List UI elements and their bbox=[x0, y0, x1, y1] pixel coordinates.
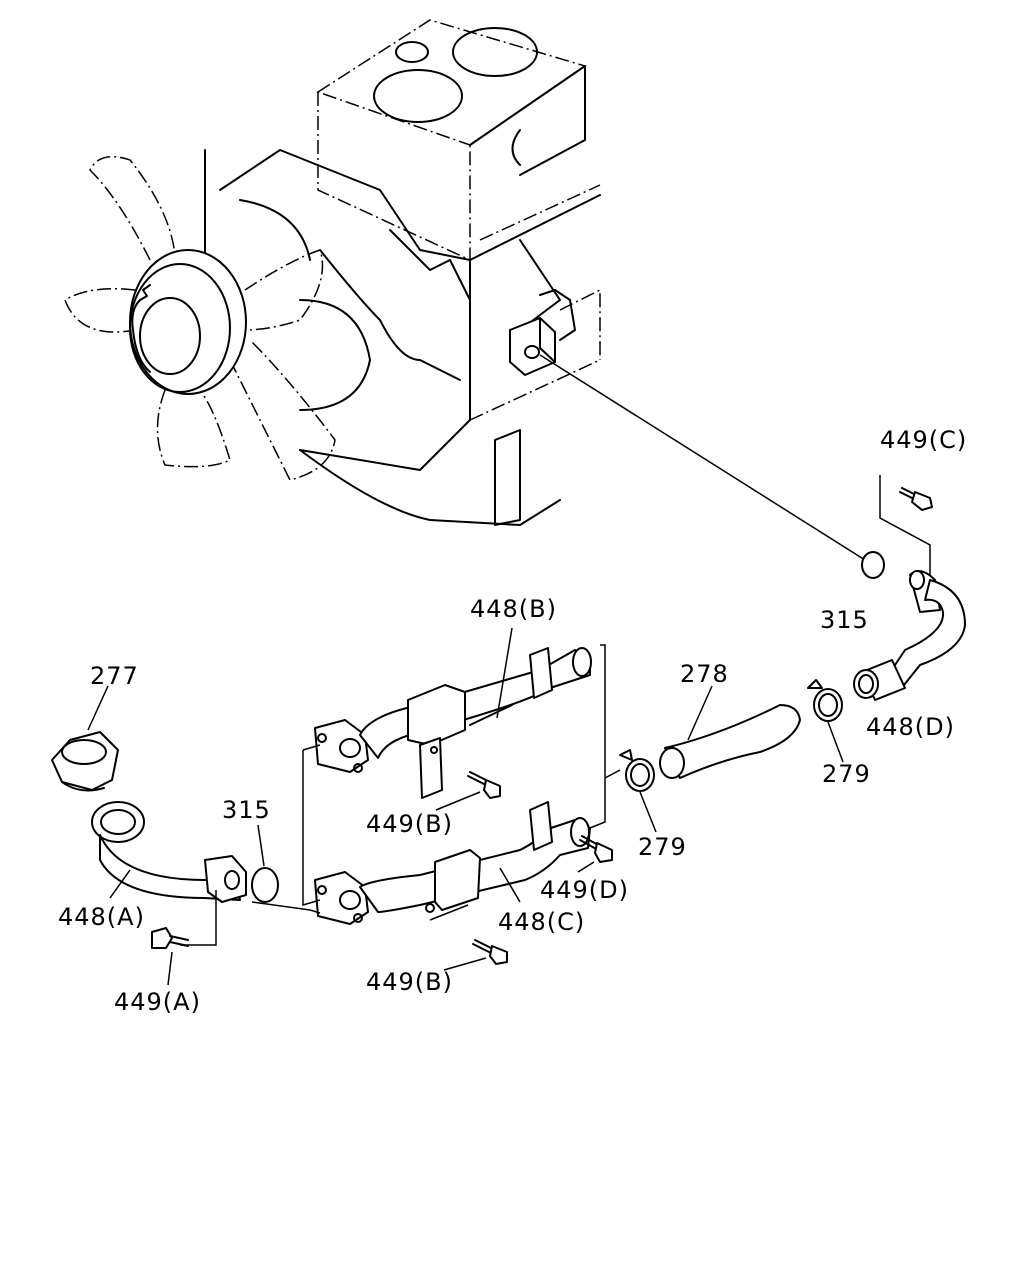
part-labels: 449(C) 315 448(D) 279 278 448(B) 279 277… bbox=[58, 426, 967, 1016]
fan-assembly bbox=[64, 155, 336, 481]
bolt-449d-icon bbox=[579, 835, 613, 863]
label-278: 278 bbox=[680, 660, 729, 688]
bolt-449c-icon bbox=[899, 487, 933, 511]
label-449b-lower: 449(B) bbox=[366, 968, 453, 996]
leader-line-engine bbox=[539, 354, 866, 561]
hose-278-icon bbox=[659, 704, 801, 779]
bolt-449b-upper-icon bbox=[467, 771, 501, 799]
label-315-lower: 315 bbox=[222, 796, 271, 824]
label-315-upper: 315 bbox=[820, 606, 869, 634]
cap-277-icon bbox=[51, 731, 119, 792]
label-279-left: 279 bbox=[638, 833, 687, 861]
upper-right-parts bbox=[853, 475, 966, 701]
label-449b-upper: 449(B) bbox=[366, 810, 453, 838]
gasket-315-lower-icon bbox=[251, 867, 279, 903]
label-449a: 449(A) bbox=[114, 988, 201, 1016]
bolt-449a-icon bbox=[151, 927, 189, 949]
pipe-448c-icon bbox=[314, 801, 591, 925]
label-448c: 448(C) bbox=[498, 908, 585, 936]
label-277: 277 bbox=[90, 662, 139, 690]
label-448d: 448(D) bbox=[866, 713, 955, 741]
label-449c: 449(C) bbox=[880, 426, 967, 454]
pipe-448b-icon bbox=[314, 647, 592, 799]
neck-448a-icon bbox=[91, 801, 247, 903]
label-448a: 448(A) bbox=[58, 903, 145, 931]
clamp-279-left-icon bbox=[619, 749, 655, 792]
label-279-right: 279 bbox=[822, 760, 871, 788]
pipe-448d-icon bbox=[853, 570, 966, 701]
clamp-279-right-icon bbox=[807, 679, 843, 722]
label-449d: 449(D) bbox=[540, 876, 629, 904]
gasket-315-upper-icon bbox=[861, 551, 885, 579]
bolt-449b-lower-icon bbox=[472, 939, 508, 965]
bracket-lines bbox=[589, 644, 606, 829]
label-448b: 448(B) bbox=[470, 595, 557, 623]
engine-block bbox=[204, 19, 601, 526]
